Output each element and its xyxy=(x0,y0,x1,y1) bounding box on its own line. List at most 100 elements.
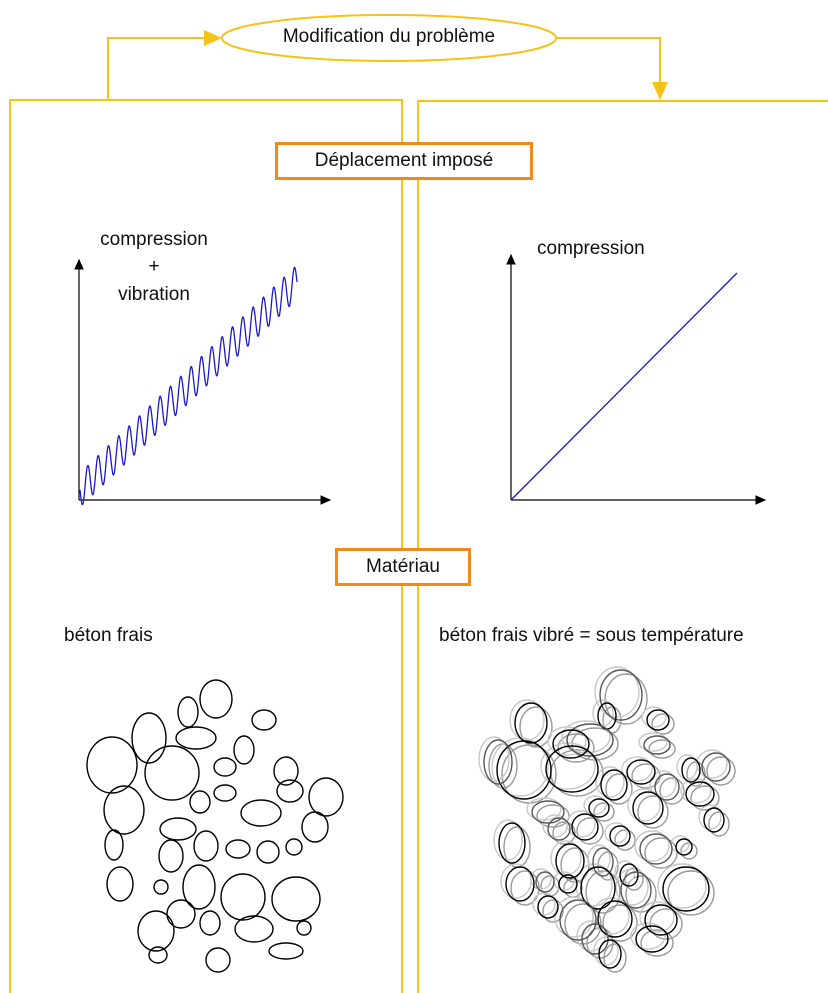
right-particle-ghost-38 xyxy=(639,901,675,933)
left-particle-2 xyxy=(131,712,167,764)
right-particle-ghost-39 xyxy=(576,920,606,952)
left-particle-28 xyxy=(153,879,169,895)
right-particle-shadow-37 xyxy=(602,904,638,942)
right-particle-34 xyxy=(662,866,710,912)
right-particle-ghost-4 xyxy=(547,726,587,756)
right-particle-shadow-34 xyxy=(667,870,715,916)
right-particle-shadow-22 xyxy=(576,817,604,845)
left-particle-5 xyxy=(233,735,255,765)
connector-right xyxy=(556,37,668,100)
left-particle-15 xyxy=(240,799,282,827)
left-chart-label-2: + xyxy=(148,256,160,277)
left-chart xyxy=(74,258,332,506)
right-particle-ghost-15 xyxy=(696,749,728,779)
right-chart-curve xyxy=(510,272,738,501)
material-box: Matériau xyxy=(335,548,471,586)
right-particle-ghost-18 xyxy=(526,797,562,821)
right-particle-20 xyxy=(498,822,526,864)
right-particle-27 xyxy=(592,847,614,877)
right-particles xyxy=(483,669,731,969)
right-particle-12 xyxy=(654,773,680,801)
left-chart-label-3: vibration xyxy=(118,284,190,305)
right-particle-shadow-15 xyxy=(706,756,736,786)
right-particle-25 xyxy=(675,838,693,856)
right-particle-29 xyxy=(505,866,535,902)
left-particle-34 xyxy=(205,947,231,973)
right-particle-15 xyxy=(701,752,731,782)
left-particle-16 xyxy=(159,817,197,841)
left-particle-3 xyxy=(251,709,277,731)
right-particle-16 xyxy=(588,798,610,818)
left-particle-4 xyxy=(175,726,217,750)
right-particle-14 xyxy=(681,757,701,783)
left-material-label: béton frais xyxy=(64,625,153,646)
left-particle-33 xyxy=(296,920,312,936)
right-particle-ghost-32 xyxy=(575,863,613,907)
connector-left xyxy=(107,30,222,100)
right-particle-37 xyxy=(597,900,633,938)
right-particle-shadow-11 xyxy=(605,773,633,805)
right-particle-13 xyxy=(685,781,715,807)
right-particle-ghost-9 xyxy=(478,736,510,782)
right-particle-shadow-0 xyxy=(604,673,648,725)
right-particle-33 xyxy=(620,871,652,909)
left-particle-26 xyxy=(220,873,266,921)
right-particle-ghost-10 xyxy=(621,756,653,782)
right-particle-shadow-23 xyxy=(614,829,636,851)
right-particle-26 xyxy=(555,843,585,879)
right-chart xyxy=(506,253,767,505)
right-particle-shadow-13 xyxy=(690,785,720,811)
right-particle-30 xyxy=(535,871,555,893)
right-particle-ghost-24 xyxy=(634,830,670,862)
right-particles-shadow xyxy=(478,666,736,973)
left-particle-0 xyxy=(199,679,233,719)
right-particle-ghost-41 xyxy=(593,936,619,966)
right-particle-22 xyxy=(571,813,599,841)
right-particle-5 xyxy=(646,709,670,731)
right-particle-36 xyxy=(559,899,597,941)
right-particle-24 xyxy=(639,833,673,865)
right-particle-ghost-5 xyxy=(641,706,667,728)
right-particle-ghost-19 xyxy=(698,804,722,830)
right-particle-ghost-3 xyxy=(561,720,611,754)
right-particle-ghost-27 xyxy=(587,844,611,874)
right-particle-ghost-23 xyxy=(604,822,628,844)
left-particle-32 xyxy=(234,915,274,943)
left-particle-20 xyxy=(158,839,184,873)
right-particle-38 xyxy=(644,904,678,936)
right-particle-21 xyxy=(547,817,571,841)
right-particle-shadow-32 xyxy=(585,870,621,914)
right-particle-shadow-16 xyxy=(593,802,615,822)
left-panel-frame xyxy=(9,99,403,993)
left-particles xyxy=(86,679,344,973)
left-particle-18 xyxy=(104,829,124,861)
right-particle-ghost-20 xyxy=(493,819,523,861)
right-material-label: béton frais vibré = sous température xyxy=(439,625,744,646)
left-particle-22 xyxy=(256,840,280,864)
right-panel-frame xyxy=(417,100,828,993)
left-particle-29 xyxy=(166,899,196,929)
top-ellipse-label: Modification du problème xyxy=(282,26,496,47)
left-particle-35 xyxy=(148,946,168,964)
right-particle-3 xyxy=(566,723,614,757)
top-ellipse xyxy=(221,14,557,62)
left-particle-30 xyxy=(137,910,175,952)
right-particle-shadow-21 xyxy=(552,821,576,845)
load-box: Déplacement imposé xyxy=(275,142,533,180)
right-particle-39 xyxy=(581,923,609,955)
load-box-label: Déplacement imposé xyxy=(314,150,494,171)
right-particle-shadow-12 xyxy=(659,777,685,805)
left-particle-12 xyxy=(308,777,344,817)
right-particle-shadow-40 xyxy=(640,929,674,957)
left-particle-9 xyxy=(273,756,299,786)
right-particle-shadow-38 xyxy=(649,908,683,940)
right-particle-18 xyxy=(531,800,565,824)
right-particle-19 xyxy=(703,807,725,833)
right-particle-ghost-12 xyxy=(649,770,677,798)
left-particle-25 xyxy=(271,876,321,922)
right-particle-32 xyxy=(580,866,616,910)
right-particle-ghost-6 xyxy=(638,732,668,752)
right-particle-ghost-13 xyxy=(680,778,712,804)
right-particle-shadow-4 xyxy=(557,733,595,763)
left-particle-21 xyxy=(225,839,251,859)
